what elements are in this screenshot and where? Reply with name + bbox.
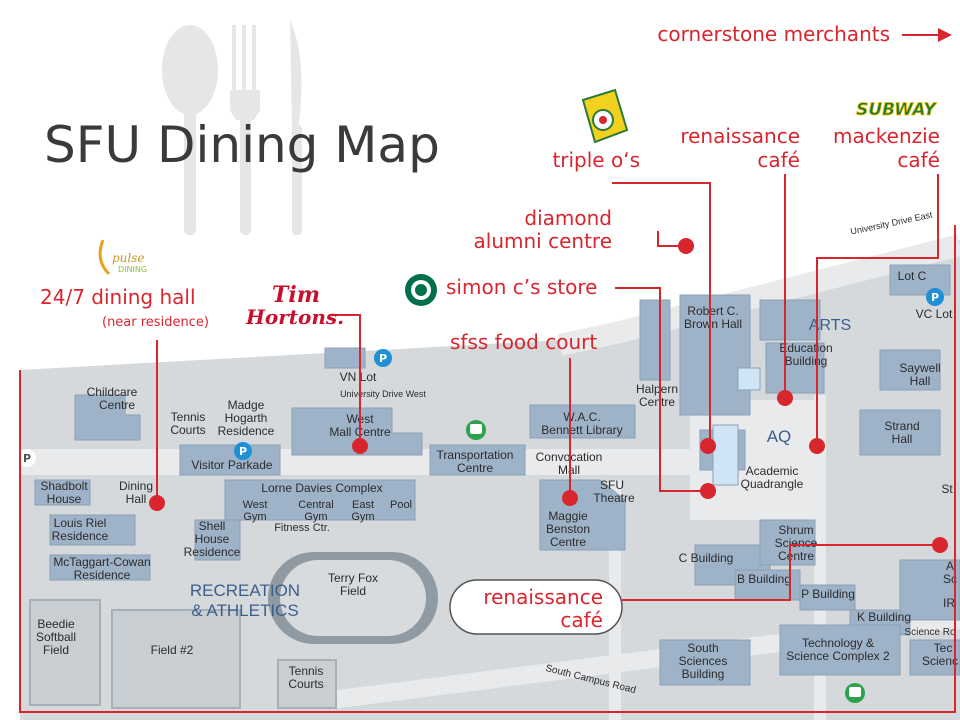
subway-logo: SUBWAY	[852, 98, 940, 120]
recreation-label: RECREATION& ATHLETICS	[190, 581, 300, 620]
near-residence-callout: (near residence)	[102, 315, 209, 330]
vc-lot-label: VC Lot	[916, 307, 953, 321]
wac-label: W.A.C.Bennett Library	[541, 410, 622, 437]
callout-texts: 24/7 dining hall (near residence) diamon…	[40, 124, 940, 354]
lorne-label: Lorne Davies Complex	[261, 481, 382, 495]
svg-text:P: P	[23, 452, 31, 465]
dining-marker[interactable]	[149, 238, 948, 553]
robert-label: Robert C.Brown Hall	[684, 304, 742, 331]
triple-o-callout: triple o‘s	[552, 148, 640, 172]
map-ground	[20, 234, 960, 720]
svg-text:Hortons.: Hortons.	[245, 305, 344, 329]
cutlery-illustration	[162, 20, 302, 235]
science-ro-label: Science Ro	[904, 627, 956, 638]
edge-ir-label: IR	[943, 596, 955, 610]
triple-o-logo	[581, 88, 629, 144]
arrow-right-icon[interactable]	[938, 28, 952, 42]
svg-text:P: P	[379, 352, 387, 365]
field-2-label: Field #2	[151, 643, 194, 657]
svg-text:Tim: Tim	[272, 282, 320, 308]
parking-icon: P	[926, 288, 944, 306]
sfss-callout: sfss food court	[450, 330, 597, 354]
svg-text:P: P	[931, 291, 939, 304]
dining-hall-callout: 24/7 dining hall	[40, 285, 196, 309]
p-building-label: P Building	[801, 587, 855, 601]
bus-icon	[845, 683, 865, 703]
simon-c-callout: simon c’s store	[446, 275, 597, 299]
svg-text:SUBWAY: SUBWAY	[856, 100, 937, 120]
university-west-label: University Drive West	[340, 389, 426, 399]
visitor-parkade-label: Visitor Parkade	[191, 458, 272, 472]
arts-label: ARTS	[809, 317, 851, 334]
parking-icon: P	[374, 349, 392, 367]
tech-label: Technology &Science Complex 2	[786, 636, 890, 663]
c-building-label: C Building	[679, 551, 734, 565]
aq-label: AQ	[767, 427, 792, 446]
pulse-dining-logo: pulse DINING	[98, 239, 147, 276]
vn-lot-label: VN Lot	[340, 370, 377, 384]
k-building-label: K Building	[857, 610, 911, 624]
svg-text:pulse: pulse	[112, 251, 145, 265]
starbucks-logo	[405, 274, 437, 306]
edge-st-label: St	[941, 482, 953, 496]
pool-label: Pool	[390, 499, 412, 511]
university-east-label: University Drive East	[849, 209, 933, 236]
parking-icon: P	[234, 442, 252, 460]
parking-icon: P	[18, 449, 36, 467]
lot-c-label: Lot C	[898, 269, 927, 283]
page-title: SFU Dining Map	[44, 116, 440, 174]
bus-icon	[466, 420, 486, 440]
svg-text:DINING: DINING	[118, 265, 147, 274]
b-building-label: B Building	[737, 572, 791, 586]
callout-lines	[19, 34, 956, 713]
tim-hortons-logo: Tim Hortons.	[245, 282, 344, 329]
cornerstone-link[interactable]: cornerstone merchants	[657, 22, 890, 46]
fitness-label: Fitness Ctr.	[274, 522, 330, 534]
svg-text:P: P	[239, 445, 247, 458]
